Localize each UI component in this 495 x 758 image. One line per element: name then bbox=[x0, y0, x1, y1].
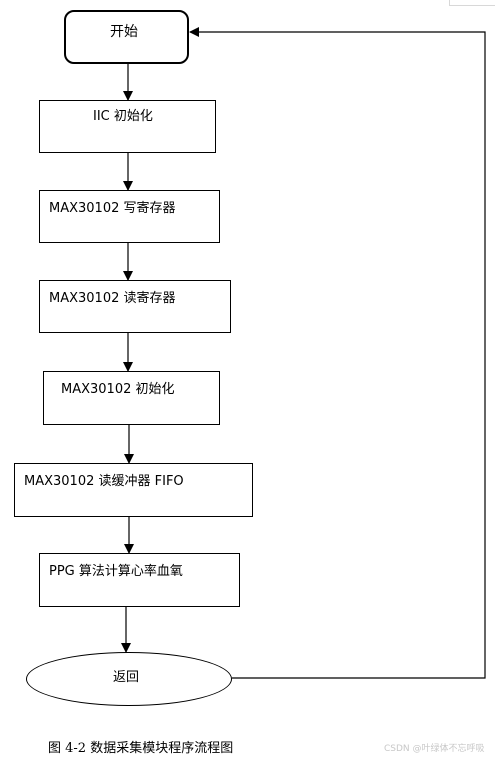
read-reg-node: MAX30102 读寄存器 bbox=[39, 280, 231, 333]
watermark: CSDN @叶绿体不忘呼吸 bbox=[384, 744, 485, 754]
read-reg-label: MAX30102 读寄存器 bbox=[49, 291, 176, 306]
start-label: 开始 bbox=[110, 24, 138, 40]
start-node: 开始 bbox=[64, 10, 189, 64]
max-init-node: MAX30102 初始化 bbox=[43, 371, 220, 425]
read-fifo-label: MAX30102 读缓冲器 FIFO bbox=[24, 474, 184, 489]
return-label: 返回 bbox=[113, 670, 140, 685]
iic-init-label: IIC 初始化 bbox=[93, 109, 153, 124]
arrow-return-loop-to-start bbox=[189, 27, 486, 679]
ppg-algo-node: PPG 算法计算心率血氧 bbox=[39, 553, 240, 607]
figure-caption: 图 4-2 数据采集模块程序流程图 bbox=[48, 741, 234, 756]
top-corner-artifact bbox=[449, 0, 495, 6]
write-reg-node: MAX30102 写寄存器 bbox=[39, 190, 220, 243]
read-fifo-node: MAX30102 读缓冲器 FIFO bbox=[14, 463, 253, 517]
ppg-algo-label: PPG 算法计算心率血氧 bbox=[49, 564, 183, 579]
write-reg-label: MAX30102 写寄存器 bbox=[49, 201, 176, 216]
return-node: 返回 bbox=[26, 652, 232, 706]
max-init-label: MAX30102 初始化 bbox=[61, 382, 175, 397]
iic-init-node: IIC 初始化 bbox=[39, 100, 216, 153]
